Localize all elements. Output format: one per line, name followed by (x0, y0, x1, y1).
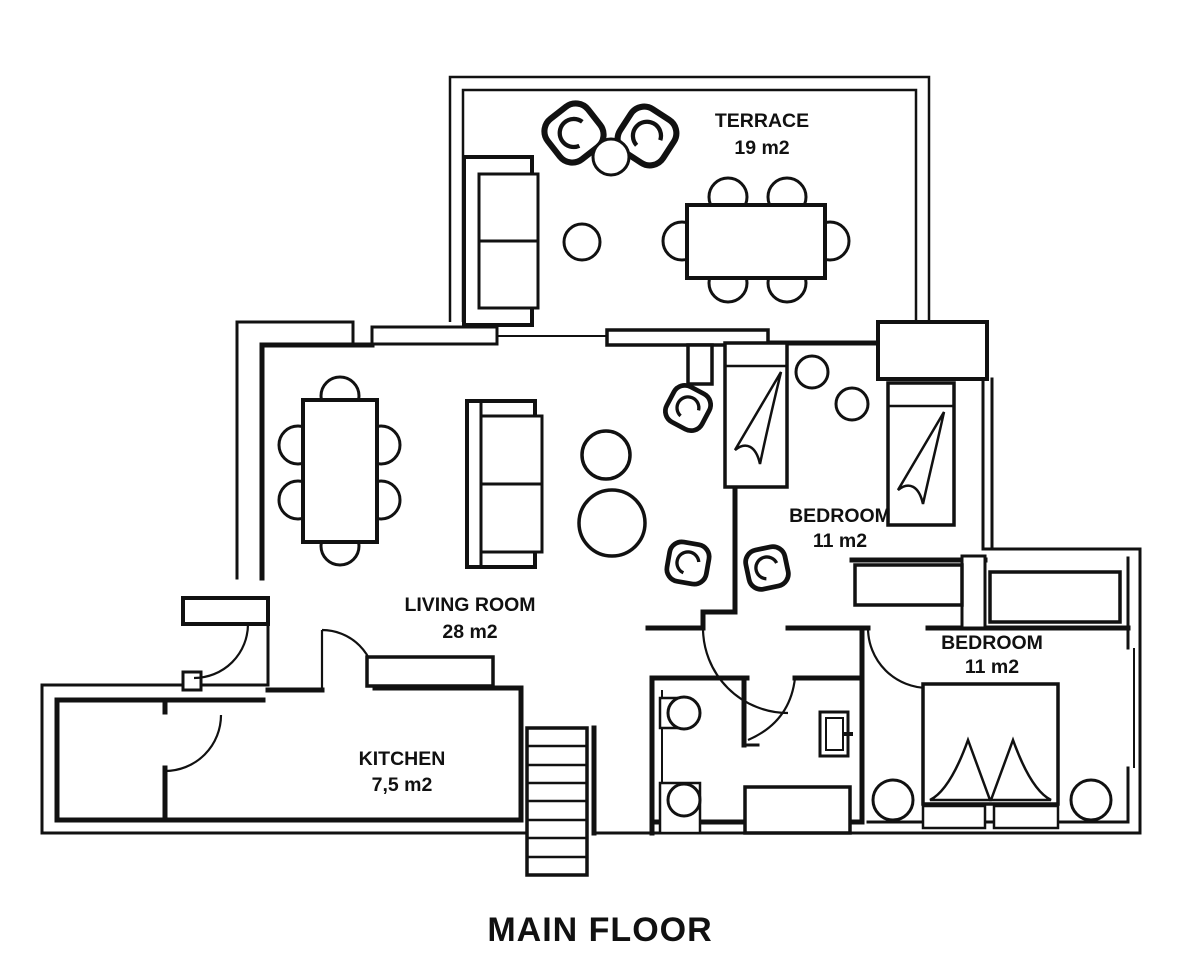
door-jamb-block (181, 670, 203, 692)
sink (666, 695, 702, 731)
wardrobe (853, 563, 964, 607)
toilet (818, 710, 853, 758)
armchair (665, 540, 711, 586)
room-label-bedroom-top: BEDROOM (789, 505, 891, 527)
terrace-furniture (462, 97, 851, 327)
living-dining-table (277, 375, 402, 567)
stairs (525, 726, 589, 877)
bedroom-top-furniture (723, 341, 964, 607)
room-labels: TERRACE 19 m2 LIVING ROOM 28 m2 BEDROOM … (359, 110, 1043, 796)
armchair (743, 544, 790, 591)
exterior-walls (40, 320, 1142, 835)
double-bed (921, 682, 1060, 830)
living-sofa (465, 399, 544, 569)
terrace-dining-table (661, 176, 851, 304)
interior-walls (54, 340, 1131, 836)
nightstand (871, 778, 915, 822)
room-label-terrace: TERRACE (715, 110, 809, 132)
nightstand (834, 386, 870, 422)
floor-title: MAIN FLOOR (487, 911, 712, 949)
armchair (661, 381, 715, 435)
terrace-sofa (462, 155, 540, 327)
room-area-bedroom-top: 11 m2 (813, 530, 867, 552)
room-area-kitchen: 7,5 m2 (372, 774, 433, 796)
side-table (591, 137, 631, 177)
nightstand (1069, 778, 1113, 822)
room-area-bedroom-bottom: 11 m2 (965, 656, 1019, 678)
single-bed (723, 341, 789, 489)
room-area-terrace: 19 m2 (734, 137, 789, 159)
nightstand (794, 354, 830, 390)
living-room-furniture (277, 375, 791, 592)
single-bed (886, 381, 956, 527)
wall-pier (686, 343, 714, 386)
wall-column (960, 554, 987, 630)
window-sill (370, 325, 499, 346)
room-area-living: 28 m2 (442, 621, 497, 643)
sink (666, 782, 702, 818)
windows (497, 335, 1135, 768)
side-table (562, 222, 602, 262)
kitchen-counter (365, 655, 495, 688)
bedroom-corner-wall-block (876, 320, 989, 381)
room-label-kitchen: KITCHEN (359, 748, 446, 770)
bedroom-bottom-furniture (871, 570, 1122, 830)
coffee-table (580, 429, 632, 481)
shower-bench (743, 785, 852, 835)
coffee-table (577, 488, 647, 558)
room-label-living: LIVING ROOM (404, 594, 535, 616)
room-label-bedroom-bottom: BEDROOM (941, 632, 1043, 654)
wardrobe (988, 570, 1122, 624)
bathroom-fixtures (658, 675, 853, 835)
entry-wall-block (181, 596, 270, 626)
door-arcs (164, 623, 929, 773)
